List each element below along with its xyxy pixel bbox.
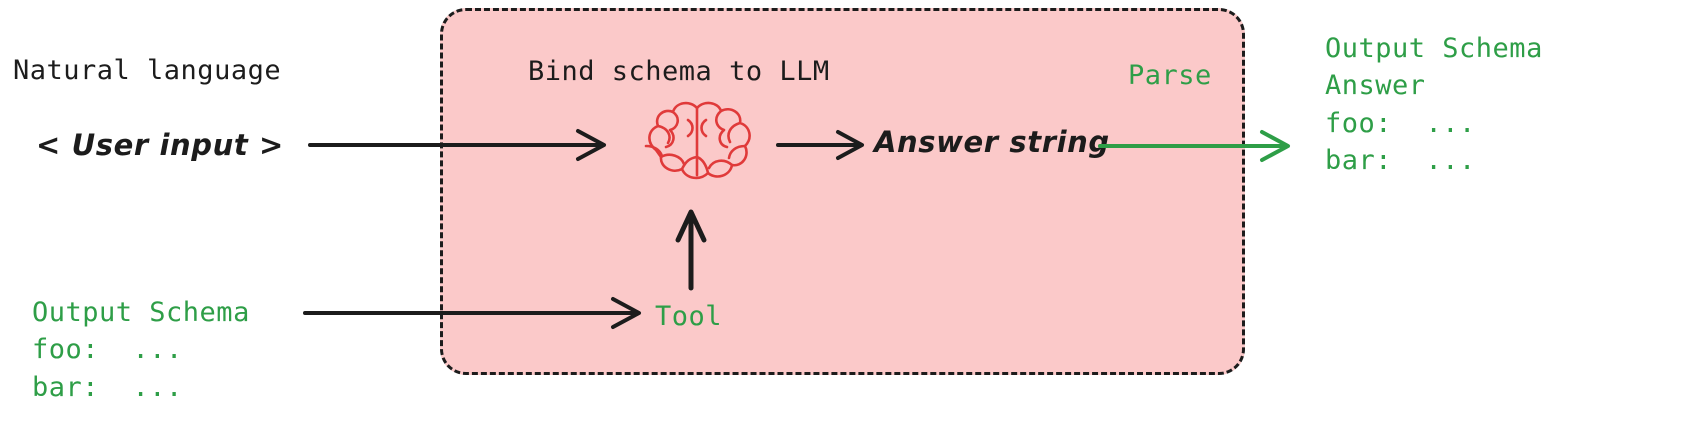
output-schema-line-foo: foo: ...	[1325, 107, 1476, 139]
input-schema-line-bar: bar: ...	[32, 371, 183, 403]
output-schema-block: Output Schema Answer foo: ... bar: ...	[1325, 30, 1543, 179]
output-schema-line-answer: Answer	[1325, 70, 1426, 102]
parse-label: Parse	[1128, 60, 1212, 91]
tool-label: Tool	[655, 301, 723, 332]
natural-language-label: Natural language	[13, 55, 282, 86]
input-schema-line-foo: foo: ...	[32, 334, 183, 366]
bind-schema-to-llm-label: Bind schema to LLM	[528, 56, 830, 87]
input-schema-heading: Output Schema	[32, 297, 250, 328]
output-schema-line-bar: bar: ...	[1325, 144, 1476, 176]
input-output-schema-block: Output Schema foo: ... bar: ...	[32, 294, 250, 406]
output-schema-heading: Output Schema	[1325, 33, 1543, 64]
user-input-label: < User input >	[36, 128, 284, 162]
answer-string-label: Answer string	[874, 125, 1110, 159]
